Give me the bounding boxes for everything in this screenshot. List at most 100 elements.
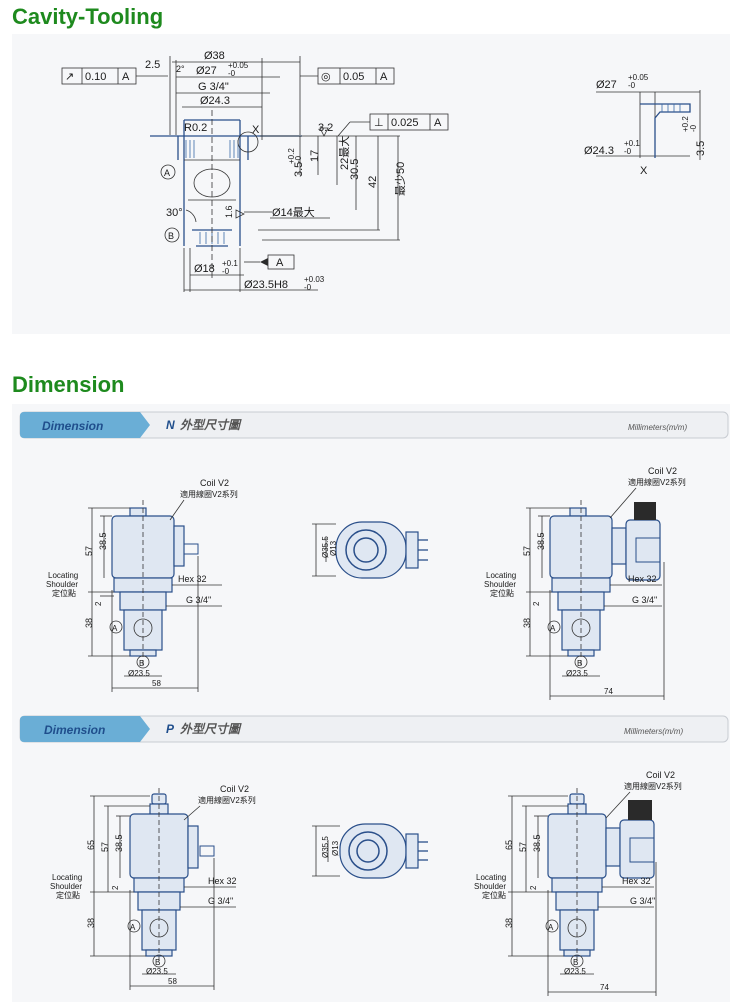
thread-label: G 3/4"	[198, 81, 229, 93]
dia18-label: Ø18	[194, 263, 215, 275]
n-r-shoulder: Shoulder	[484, 580, 516, 589]
p-l-coil: Coil V2	[220, 784, 249, 794]
chamfer-label: 2.5	[145, 59, 160, 71]
datum-a-circle	[160, 164, 176, 180]
n-top-view: Ø35.5 Ø13	[312, 521, 428, 579]
banner-p: Dimension P 外型尺寸圖 Millimeters(m/m)	[19, 715, 729, 743]
cavity-detail-x: Ø27 +0.05 -0 Ø24.3 +0.1 -0 3.5 +0.2 -0 X	[584, 73, 707, 177]
d16-label: 1.6	[224, 205, 234, 218]
datum-a-frame	[267, 254, 295, 270]
n-r-two: 2	[532, 601, 541, 606]
dia18-tol-lo: -0	[222, 267, 230, 276]
n-l-h38: 38	[84, 618, 94, 628]
n-l-d235: Ø23.5	[128, 669, 150, 678]
dia235-tol-up: +0.03	[304, 275, 325, 284]
fcf-concentric-value: 0.05	[343, 71, 364, 83]
p-r-shoulder: Shoulder	[474, 882, 506, 891]
d35-label: 3.5	[293, 162, 305, 177]
angle30-label: 30°	[166, 207, 183, 219]
angle2-label: 2°	[176, 64, 185, 74]
d50-label: 最少50	[394, 162, 407, 196]
d22-label: 22最大	[337, 136, 351, 170]
n-r-d235: Ø23.5	[566, 669, 588, 678]
fcf-perp-datum: A	[434, 117, 442, 129]
p-r-mark-b: B	[573, 958, 578, 967]
banner-n-code: N	[166, 418, 175, 432]
concentric-symbol-icon: ◎	[321, 71, 331, 83]
d305-label: 30.5	[349, 159, 361, 180]
banner-n-tag: Dimension	[42, 419, 103, 433]
p-r-h65: 65	[504, 840, 514, 850]
n-r-hex: Hex 32	[628, 574, 657, 584]
fcf-perp-value: 0.025	[391, 117, 419, 129]
n-right-valve: 57 38.5 38 2 Coil V2 適用線圈V2系列 Locating S…	[484, 466, 686, 700]
dia27-tol-lo: -0	[228, 69, 236, 78]
banner-p-tag: Dimension	[44, 723, 105, 737]
n-top-d13: Ø13	[329, 540, 338, 556]
datum-a-frame-label: A	[276, 257, 284, 269]
r02-label: R0.2	[184, 122, 207, 134]
n-l-h57: 57	[84, 546, 94, 556]
banner-p-units: Millimeters(m/m)	[624, 727, 683, 736]
dia27-tol-up: +0.05	[228, 61, 249, 70]
n-l-locating-cn: 定位點	[52, 588, 76, 598]
p-l-hex: Hex 32	[208, 876, 237, 886]
detail-dia243-tol-up: +0.1	[624, 139, 640, 148]
n-l-hex: Hex 32	[178, 574, 207, 584]
p-r-two: 2	[529, 885, 538, 890]
n-r-coil-cn: 適用線圈V2系列	[628, 477, 686, 487]
p-r-h57: 57	[518, 842, 528, 852]
p-r-locating-cn: 定位點	[482, 890, 506, 900]
n-l-shoulder: Shoulder	[46, 580, 78, 589]
p-l-h385: 38.5	[114, 834, 124, 852]
perpendicular-symbol-icon: ⊥	[374, 117, 384, 129]
p-r-locating: Locating	[476, 873, 506, 882]
p-l-g34: G 3/4"	[208, 896, 233, 906]
p-r-d235: Ø23.5	[564, 967, 586, 976]
n-l-mark-a: A	[112, 624, 118, 633]
n-top-d355: Ø35.5	[321, 536, 330, 558]
detail-d35-label: 3.5	[695, 141, 707, 156]
n-l-coil: Coil V2	[200, 478, 229, 488]
detail-dia243-tol-lo: -0	[624, 147, 632, 156]
p-right-valve: 65 57 38.5 38 2 Coil V2 適用線圈V2系列 Locatin…	[474, 770, 682, 996]
n-l-h385: 38.5	[98, 532, 108, 550]
datum-b-label: B	[168, 231, 174, 241]
banner-n-units: Millimeters(m/m)	[628, 423, 687, 432]
p-l-coil-cn: 適用線圈V2系列	[198, 795, 256, 805]
p-l-two: 2	[111, 885, 120, 890]
p-r-h385: 38.5	[532, 834, 542, 852]
p-top-d13: Ø13	[331, 840, 340, 856]
p-l-h57: 57	[100, 842, 110, 852]
p-r-w74: 74	[600, 983, 609, 992]
datum-b-circle	[164, 227, 180, 243]
detail-dia243-label: Ø24.3	[584, 145, 614, 157]
p-r-hex: Hex 32	[622, 876, 651, 886]
p-top-d355: Ø35.5	[321, 836, 330, 858]
dia243-label: Ø24.3	[200, 95, 230, 107]
d35-tol-up: +0.2	[287, 148, 296, 164]
banner-n: Dimension N 外型尺寸圖 Millimeters(m/m)	[19, 411, 729, 439]
n-r-locating: Locating	[486, 571, 516, 580]
n-r-mark-b: B	[577, 659, 582, 668]
n-l-g34: G 3/4"	[186, 595, 211, 605]
p-l-d235: Ø23.5	[146, 967, 168, 976]
n-r-h38: 38	[522, 618, 532, 628]
banner-p-code: P	[166, 722, 175, 736]
datum-a-label: A	[164, 168, 170, 178]
fcf-runout-value: 0.10	[85, 71, 106, 83]
p-l-mark-a: A	[130, 923, 136, 932]
cavity-main-drawing: ↗ 0.10 A ◎ 0.05 A Ø38 Ø27 +0.05 -0 G 3/4…	[61, 50, 449, 292]
banner-p-subtitle: 外型尺寸圖	[179, 722, 242, 736]
detail-x-label: X	[640, 165, 648, 177]
detail-dia27-label: Ø27	[596, 79, 617, 91]
fcf-concentric-datum: A	[380, 71, 388, 83]
p-l-h65: 65	[86, 840, 96, 850]
p-l-locating: Locating	[52, 873, 82, 882]
dimension-heading: Dimension	[12, 372, 125, 397]
n-l-mark-b: B	[139, 659, 144, 668]
n-r-w74: 74	[604, 687, 613, 696]
n-l-two: 2	[94, 601, 103, 606]
p-l-h38: 38	[86, 918, 96, 928]
